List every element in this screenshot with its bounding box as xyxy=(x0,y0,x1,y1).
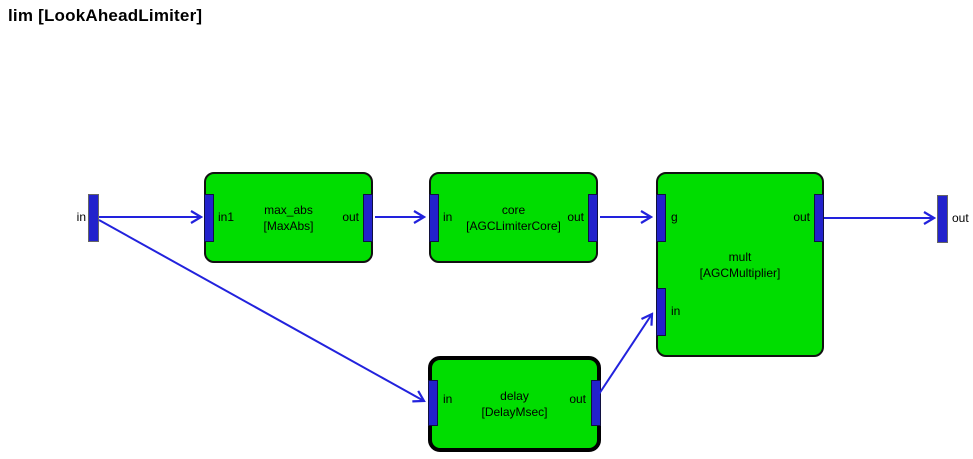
port-out[interactable] xyxy=(588,194,598,242)
port-in-label: in xyxy=(443,210,453,224)
port-out[interactable] xyxy=(363,194,373,242)
port-out-label: out xyxy=(793,210,810,224)
port-in-label: in xyxy=(443,392,453,406)
port-in[interactable] xyxy=(428,380,438,426)
port-in1[interactable] xyxy=(204,194,214,242)
wire-delay-to-mult[interactable] xyxy=(598,314,652,395)
port-out[interactable] xyxy=(591,380,601,426)
system-input-port[interactable] xyxy=(88,194,99,242)
port-in-label: in xyxy=(671,304,681,318)
wire-in-to-delay[interactable] xyxy=(98,219,424,401)
block-mult[interactable]: g in mult [AGCMultiplier] out xyxy=(656,172,824,357)
port-in[interactable] xyxy=(656,288,666,336)
port-g[interactable] xyxy=(656,194,666,242)
port-in[interactable] xyxy=(429,194,439,242)
system-input-label: in xyxy=(76,210,86,224)
system-output-label: out xyxy=(952,211,969,225)
port-out[interactable] xyxy=(814,194,824,242)
port-out-label: out xyxy=(567,210,584,224)
port-out-label: out xyxy=(569,392,586,406)
schematic-title: lim [LookAheadLimiter] xyxy=(8,6,203,25)
block-delay[interactable]: in delay [DelayMsec] out xyxy=(428,356,601,452)
port-g-label: g xyxy=(671,210,678,224)
system-output-port[interactable] xyxy=(937,195,948,243)
port-out-label: out xyxy=(342,210,359,224)
port-in1-label: in1 xyxy=(218,210,235,224)
